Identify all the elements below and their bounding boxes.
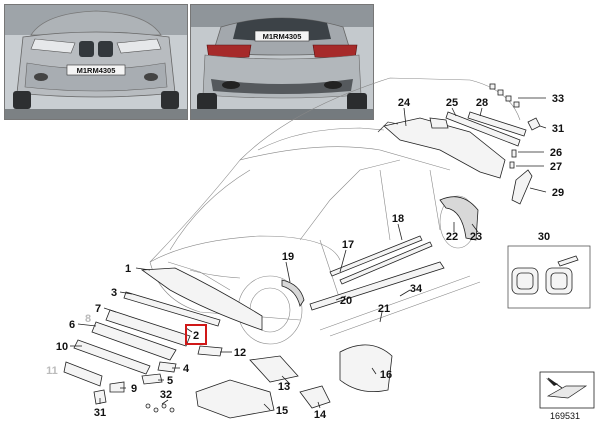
part-12 xyxy=(197,345,223,357)
callout-11[interactable]: 11 xyxy=(46,365,58,377)
highlight-box xyxy=(185,324,207,345)
callout-20[interactable]: 20 xyxy=(340,295,352,307)
callout-10[interactable]: 10 xyxy=(56,341,68,353)
callout-15[interactable]: 15 xyxy=(276,405,288,417)
kit-30-frame xyxy=(507,245,591,309)
diagram-ref-number: 169531 xyxy=(550,411,580,421)
rear-photo: M1RM4305 xyxy=(190,4,374,120)
callout-14[interactable]: 14 xyxy=(314,409,327,421)
rear-plate-text: M1RM4305 xyxy=(263,32,302,41)
callout-23[interactable]: 23 xyxy=(470,231,482,243)
side-trim-18 xyxy=(339,241,433,285)
wheel-arch-rear xyxy=(439,196,479,241)
callout-18[interactable]: 18 xyxy=(392,213,404,225)
wheel-liner-16 xyxy=(339,344,393,393)
callout-13[interactable]: 13 xyxy=(278,381,290,393)
underbody-15 xyxy=(195,379,275,419)
bumper-strip-3 xyxy=(123,291,221,327)
door-sill-20 xyxy=(309,261,445,311)
callout-7[interactable]: 7 xyxy=(95,303,101,315)
wheel-arch-front xyxy=(281,279,305,307)
leader-lines xyxy=(70,97,547,411)
callout-33[interactable]: 33 xyxy=(552,93,564,105)
callout-24[interactable]: 24 xyxy=(398,97,411,109)
callout-21[interactable]: 21 xyxy=(378,303,390,315)
grille-10 xyxy=(73,339,151,375)
part-9 xyxy=(109,381,125,393)
callout-numbers: 1 2 3 4 5 6 7 8 9 10 11 12 13 14 15 16 1… xyxy=(46,93,564,421)
bracket-4 xyxy=(157,361,177,373)
clip-31-top xyxy=(527,117,541,131)
part-5 xyxy=(141,373,163,385)
callout-34[interactable]: 34 xyxy=(410,283,423,295)
lower-panel-11 xyxy=(63,361,103,387)
callout-19[interactable]: 19 xyxy=(282,251,294,263)
callout-17[interactable]: 17 xyxy=(342,239,354,251)
reference-box: 169531 xyxy=(539,371,595,421)
callout-12[interactable]: 12 xyxy=(234,347,246,359)
callout-29[interactable]: 29 xyxy=(552,187,564,199)
callout-28[interactable]: 28 xyxy=(476,97,488,109)
callout-31-top[interactable]: 31 xyxy=(552,123,564,135)
callout-6[interactable]: 6 xyxy=(69,319,75,331)
callout-26[interactable]: 26 xyxy=(550,147,562,159)
callout-4[interactable]: 4 xyxy=(183,363,190,375)
side-trim-17 xyxy=(329,235,423,277)
callout-32[interactable]: 32 xyxy=(160,389,172,401)
grille-7 xyxy=(105,309,191,347)
callout-25[interactable]: 25 xyxy=(446,97,458,109)
exhaust-tip-left xyxy=(511,267,539,295)
roof-strip xyxy=(445,111,521,147)
clips-32 xyxy=(145,403,175,413)
callout-3[interactable]: 3 xyxy=(111,287,117,299)
callout-5[interactable]: 5 xyxy=(167,375,173,387)
callout-8[interactable]: 8 xyxy=(85,313,91,325)
callout-31-bottom[interactable]: 31 xyxy=(94,407,106,419)
front-photo: M1RM4305 xyxy=(4,4,188,120)
callout-9[interactable]: 9 xyxy=(131,383,137,395)
bracket-29 xyxy=(511,169,533,205)
callout-16[interactable]: 16 xyxy=(380,369,392,381)
clip-31-bottom xyxy=(93,389,107,405)
bracket-14 xyxy=(299,385,331,409)
front-plate-text: M1RM4305 xyxy=(77,66,116,75)
bracket-13 xyxy=(249,355,299,383)
grille-6 xyxy=(91,321,177,361)
callout-22[interactable]: 22 xyxy=(446,231,458,243)
callout-1[interactable]: 1 xyxy=(125,263,131,275)
callout-2[interactable]: 2 xyxy=(193,330,199,342)
exhaust-tip-right xyxy=(545,267,573,295)
front-bumper-1 xyxy=(140,267,263,331)
callout-27[interactable]: 27 xyxy=(550,161,562,173)
callout-30[interactable]: 30 xyxy=(538,231,550,243)
clip-set xyxy=(489,83,520,108)
